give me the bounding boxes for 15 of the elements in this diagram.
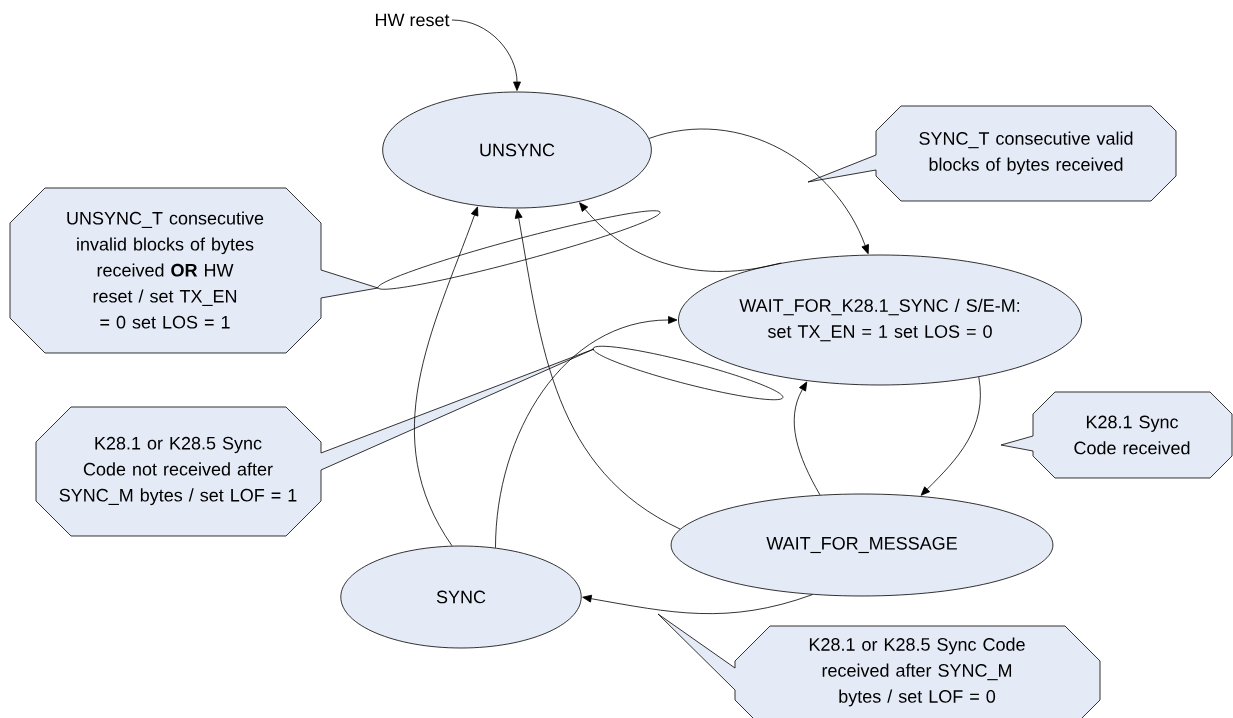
transition-arrow (793, 381, 821, 496)
callout-bubble: SYNC_T consecutive valid blocks of bytes received (807, 105, 1177, 202)
callout-bubble: K28.1 Sync Code received (1000, 391, 1233, 479)
callout-bubble: UNSYNC_T consecutive invalid blocks of bytes received OR HW reset / set TX_EN = 0 set LOS = 1 (9, 187, 661, 354)
transition-arrow (495, 316, 678, 549)
transition-arrow (920, 376, 981, 496)
callout-bubble: K28.1 or K28.5 Sync Code received after SYNC_M bytes / set LOF = 0 (657, 613, 1101, 718)
start-label: HW reset (376, 13, 450, 27)
callout-bubble: K28.1 or K28.5 Sync Code not received after SYNC_M bytes / set LOF = 1 (35, 345, 784, 537)
transition-arrow (582, 594, 813, 614)
transition-arrow (451, 19, 521, 91)
transition-arrow (648, 128, 869, 255)
transition-arrow (514, 209, 681, 530)
transition-arrow (414, 206, 479, 547)
transition-arrow (579, 202, 782, 272)
